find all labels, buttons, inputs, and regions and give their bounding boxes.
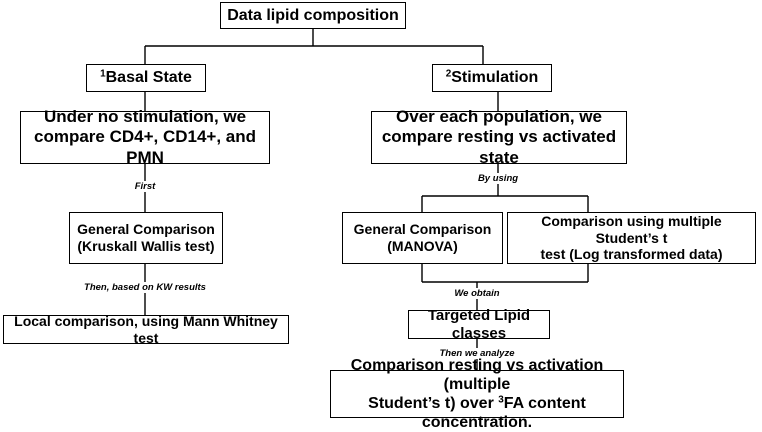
label-by-using: By using	[475, 173, 521, 184]
final-comparison-node: Comparison resting vs activation (multip…	[330, 357, 624, 431]
stim-desc-line2: compare resting vs activated state	[381, 127, 617, 167]
basal-description-node: Under no stimulation, we compare CD4+, C…	[20, 107, 270, 167]
manova-line1: General Comparison	[353, 221, 492, 238]
kw-line2: (Kruskall Wallis test)	[77, 238, 215, 254]
targeted-lipid-text: Targeted Lipid classes	[427, 306, 531, 342]
student-t-line1: Comparison using multiple Student’s t	[541, 212, 722, 246]
kw-line1: General Comparison	[77, 221, 215, 238]
basal-state-heading: Basal State	[105, 69, 192, 87]
student-t-node: Comparison using multiple Student’s t te…	[507, 212, 756, 264]
label-then-kw: Then, based on KW results	[82, 282, 208, 293]
targeted-lipid-node: Targeted Lipid classes	[408, 307, 550, 342]
basal-state-node: 1Basal State	[86, 64, 206, 92]
basal-footnote-marker: 1	[100, 68, 106, 80]
basal-desc-line2: compare CD4+, CD14+, and PMN	[33, 127, 257, 167]
basal-desc-line1: Under no stimulation, we	[43, 106, 247, 126]
kruskal-wallis-node: General Comparison (Kruskall Wallis test…	[69, 212, 223, 264]
label-first: First	[132, 181, 158, 192]
stimulation-footnote-marker: 2	[445, 68, 452, 80]
student-t-line2: test (Log transformed data)	[540, 246, 723, 263]
mann-whitney-text: Local comparison, using Mann Whitney tes…	[14, 312, 278, 346]
root-node: Data lipid composition	[220, 2, 406, 29]
stimulation-node: 2Stimulation	[432, 64, 552, 92]
final-line2-a: Student’s t) over	[368, 395, 499, 412]
root-text: Data lipid composition	[227, 6, 399, 24]
label-then-analyze: Then we analyze	[437, 348, 517, 359]
manova-line2: (MANOVA)	[387, 238, 458, 254]
label-we-obtain: We obtain	[452, 288, 502, 299]
stimulation-heading: Stimulation	[451, 69, 539, 87]
fa-footnote-marker: 3	[498, 394, 504, 406]
mann-whitney-node: Local comparison, using Mann Whitney tes…	[3, 312, 289, 346]
final-line1: Comparison resting vs activation (multip…	[350, 356, 604, 393]
stimulation-description-node: Over each population, we compare resting…	[371, 107, 627, 167]
stim-desc-line1: Over each population, we	[396, 106, 602, 126]
manova-node: General Comparison (MANOVA)	[342, 212, 503, 264]
